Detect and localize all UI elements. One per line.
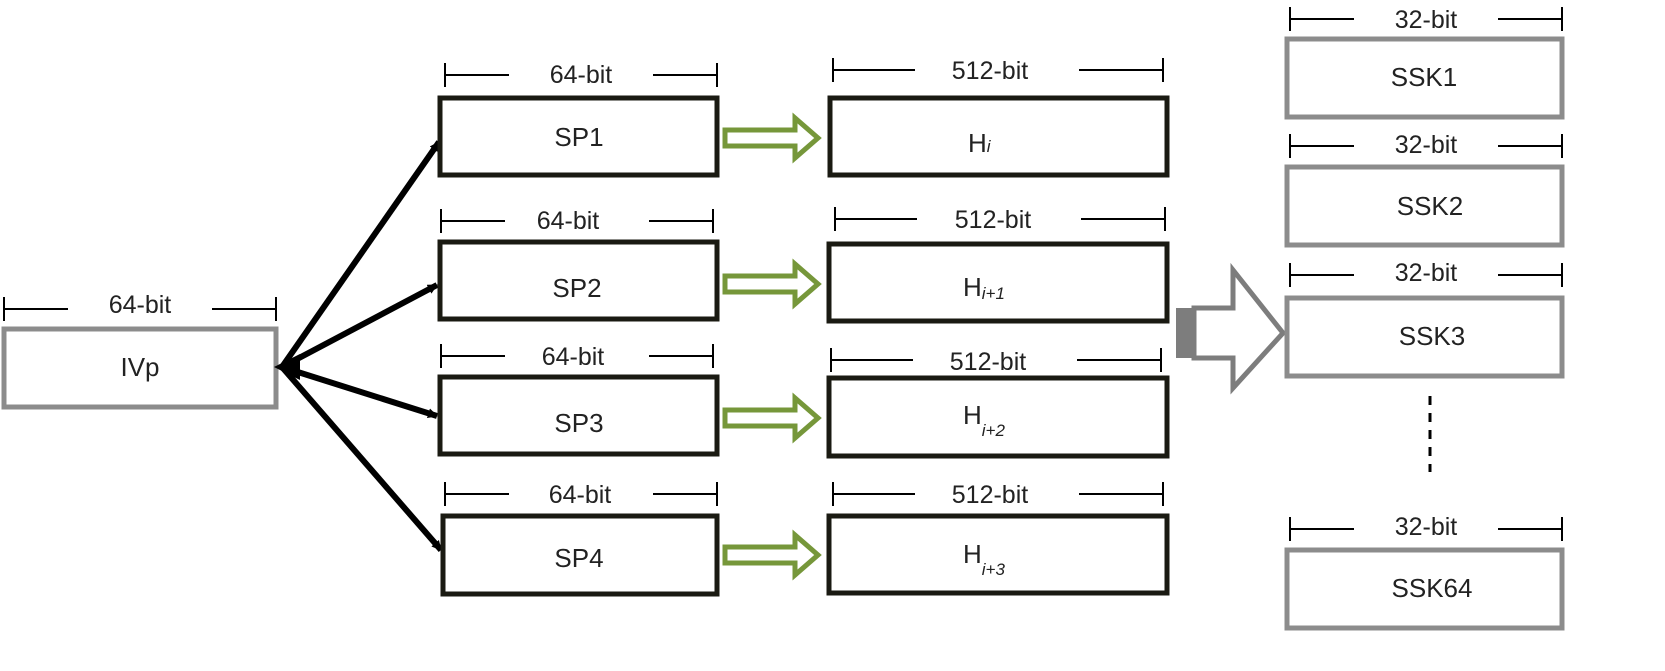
hash2-subscript: i+1 — [982, 284, 1005, 303]
merge-arrow — [1176, 262, 1287, 395]
hash4-box — [826, 513, 1170, 596]
ssk3-width-label: 32-bit — [1395, 259, 1458, 287]
hash-arrow-2 — [722, 258, 822, 310]
sp2-label: SP2 — [552, 273, 601, 303]
iv-box — [1, 326, 279, 410]
hash1-base: H — [968, 128, 987, 158]
hash4-subscript: i+3 — [982, 560, 1006, 579]
ssk64-dimension: 32-bit — [1289, 513, 1563, 541]
ssk1-width-label: 32-bit — [1395, 6, 1458, 34]
sp4-box — [440, 513, 720, 597]
hash4-width-label: 512-bit — [952, 481, 1028, 509]
ssk3-label: SSK3 — [1399, 321, 1466, 351]
hash-arrows — [722, 112, 822, 581]
hash2-label: Hi+1 — [963, 272, 1005, 303]
ssk3-box — [1284, 295, 1565, 379]
arrow-to-sp3 — [281, 364, 438, 419]
hash3-subscript: i+2 — [982, 421, 1006, 440]
hash1-width-label: 512-bit — [952, 57, 1028, 85]
hash3-dimension: 512-bit — [830, 348, 1162, 376]
ssk64-width-label: 32-bit — [1395, 513, 1458, 541]
sp1-box — [437, 95, 720, 178]
sp4-width-label: 64-bit — [549, 481, 612, 509]
sp3-label: SP3 — [554, 408, 603, 438]
ssk2-label: SSK2 — [1397, 191, 1464, 221]
ssk64-label: SSK64 — [1392, 573, 1473, 603]
hash3-label: Hi+2 — [963, 400, 1005, 440]
hash-arrow-3 — [722, 392, 822, 444]
sp4-dimension: 64-bit — [444, 481, 718, 509]
ssk3-dimension: 32-bit — [1289, 259, 1563, 287]
ssk2-width-label: 32-bit — [1395, 131, 1458, 159]
hash3-base: H — [963, 400, 982, 430]
arrow-to-sp4 — [279, 365, 444, 552]
sp2-box — [437, 239, 720, 322]
hash2-box — [826, 241, 1170, 324]
hash2-base: H — [963, 272, 982, 302]
ssk1-label: SSK1 — [1391, 62, 1458, 92]
sp3-dimension: 64-bit — [440, 343, 714, 371]
fanout-origin-head — [274, 354, 300, 380]
ssk1-dimension: 32-bit — [1289, 6, 1563, 34]
hash4-dimension: 512-bit — [832, 481, 1164, 509]
iv-width-label: 64-bit — [109, 291, 172, 319]
hash3-width-label: 512-bit — [950, 348, 1026, 376]
hash1-label: Hi — [968, 128, 992, 158]
sp4-label: SP4 — [554, 543, 603, 573]
ssk2-box — [1284, 164, 1565, 248]
iv-dimension: 64-bit — [3, 291, 277, 321]
hash3-box — [826, 375, 1170, 459]
hash-arrow-1 — [722, 112, 822, 164]
sp1-width-label: 64-bit — [550, 61, 613, 89]
hash2-width-label: 512-bit — [955, 206, 1031, 234]
hash1-box — [827, 95, 1170, 178]
hash2-dimension: 512-bit — [834, 206, 1166, 234]
iv-label: IVp — [120, 352, 159, 382]
hash1-dimension: 512-bit — [832, 57, 1164, 85]
sp3-width-label: 64-bit — [542, 343, 605, 371]
hash1-subscript: i — [987, 137, 992, 156]
sp1-label: SP1 — [554, 122, 603, 152]
hash4-label: Hi+3 — [963, 539, 1005, 579]
sp2-dimension: 64-bit — [440, 207, 714, 235]
ssk1-box — [1284, 36, 1565, 120]
ssk2-dimension: 32-bit — [1289, 131, 1563, 159]
arrow-to-sp1 — [279, 140, 442, 369]
fanout-arrows — [274, 140, 444, 552]
sp2-width-label: 64-bit — [537, 207, 600, 235]
sp3-box — [437, 374, 720, 457]
sp1-dimension: 64-bit — [444, 61, 718, 89]
hash4-base: H — [963, 539, 982, 569]
hash-arrow-4 — [722, 529, 822, 581]
ssk64-box — [1284, 547, 1565, 631]
arrow-to-sp2 — [280, 282, 439, 370]
